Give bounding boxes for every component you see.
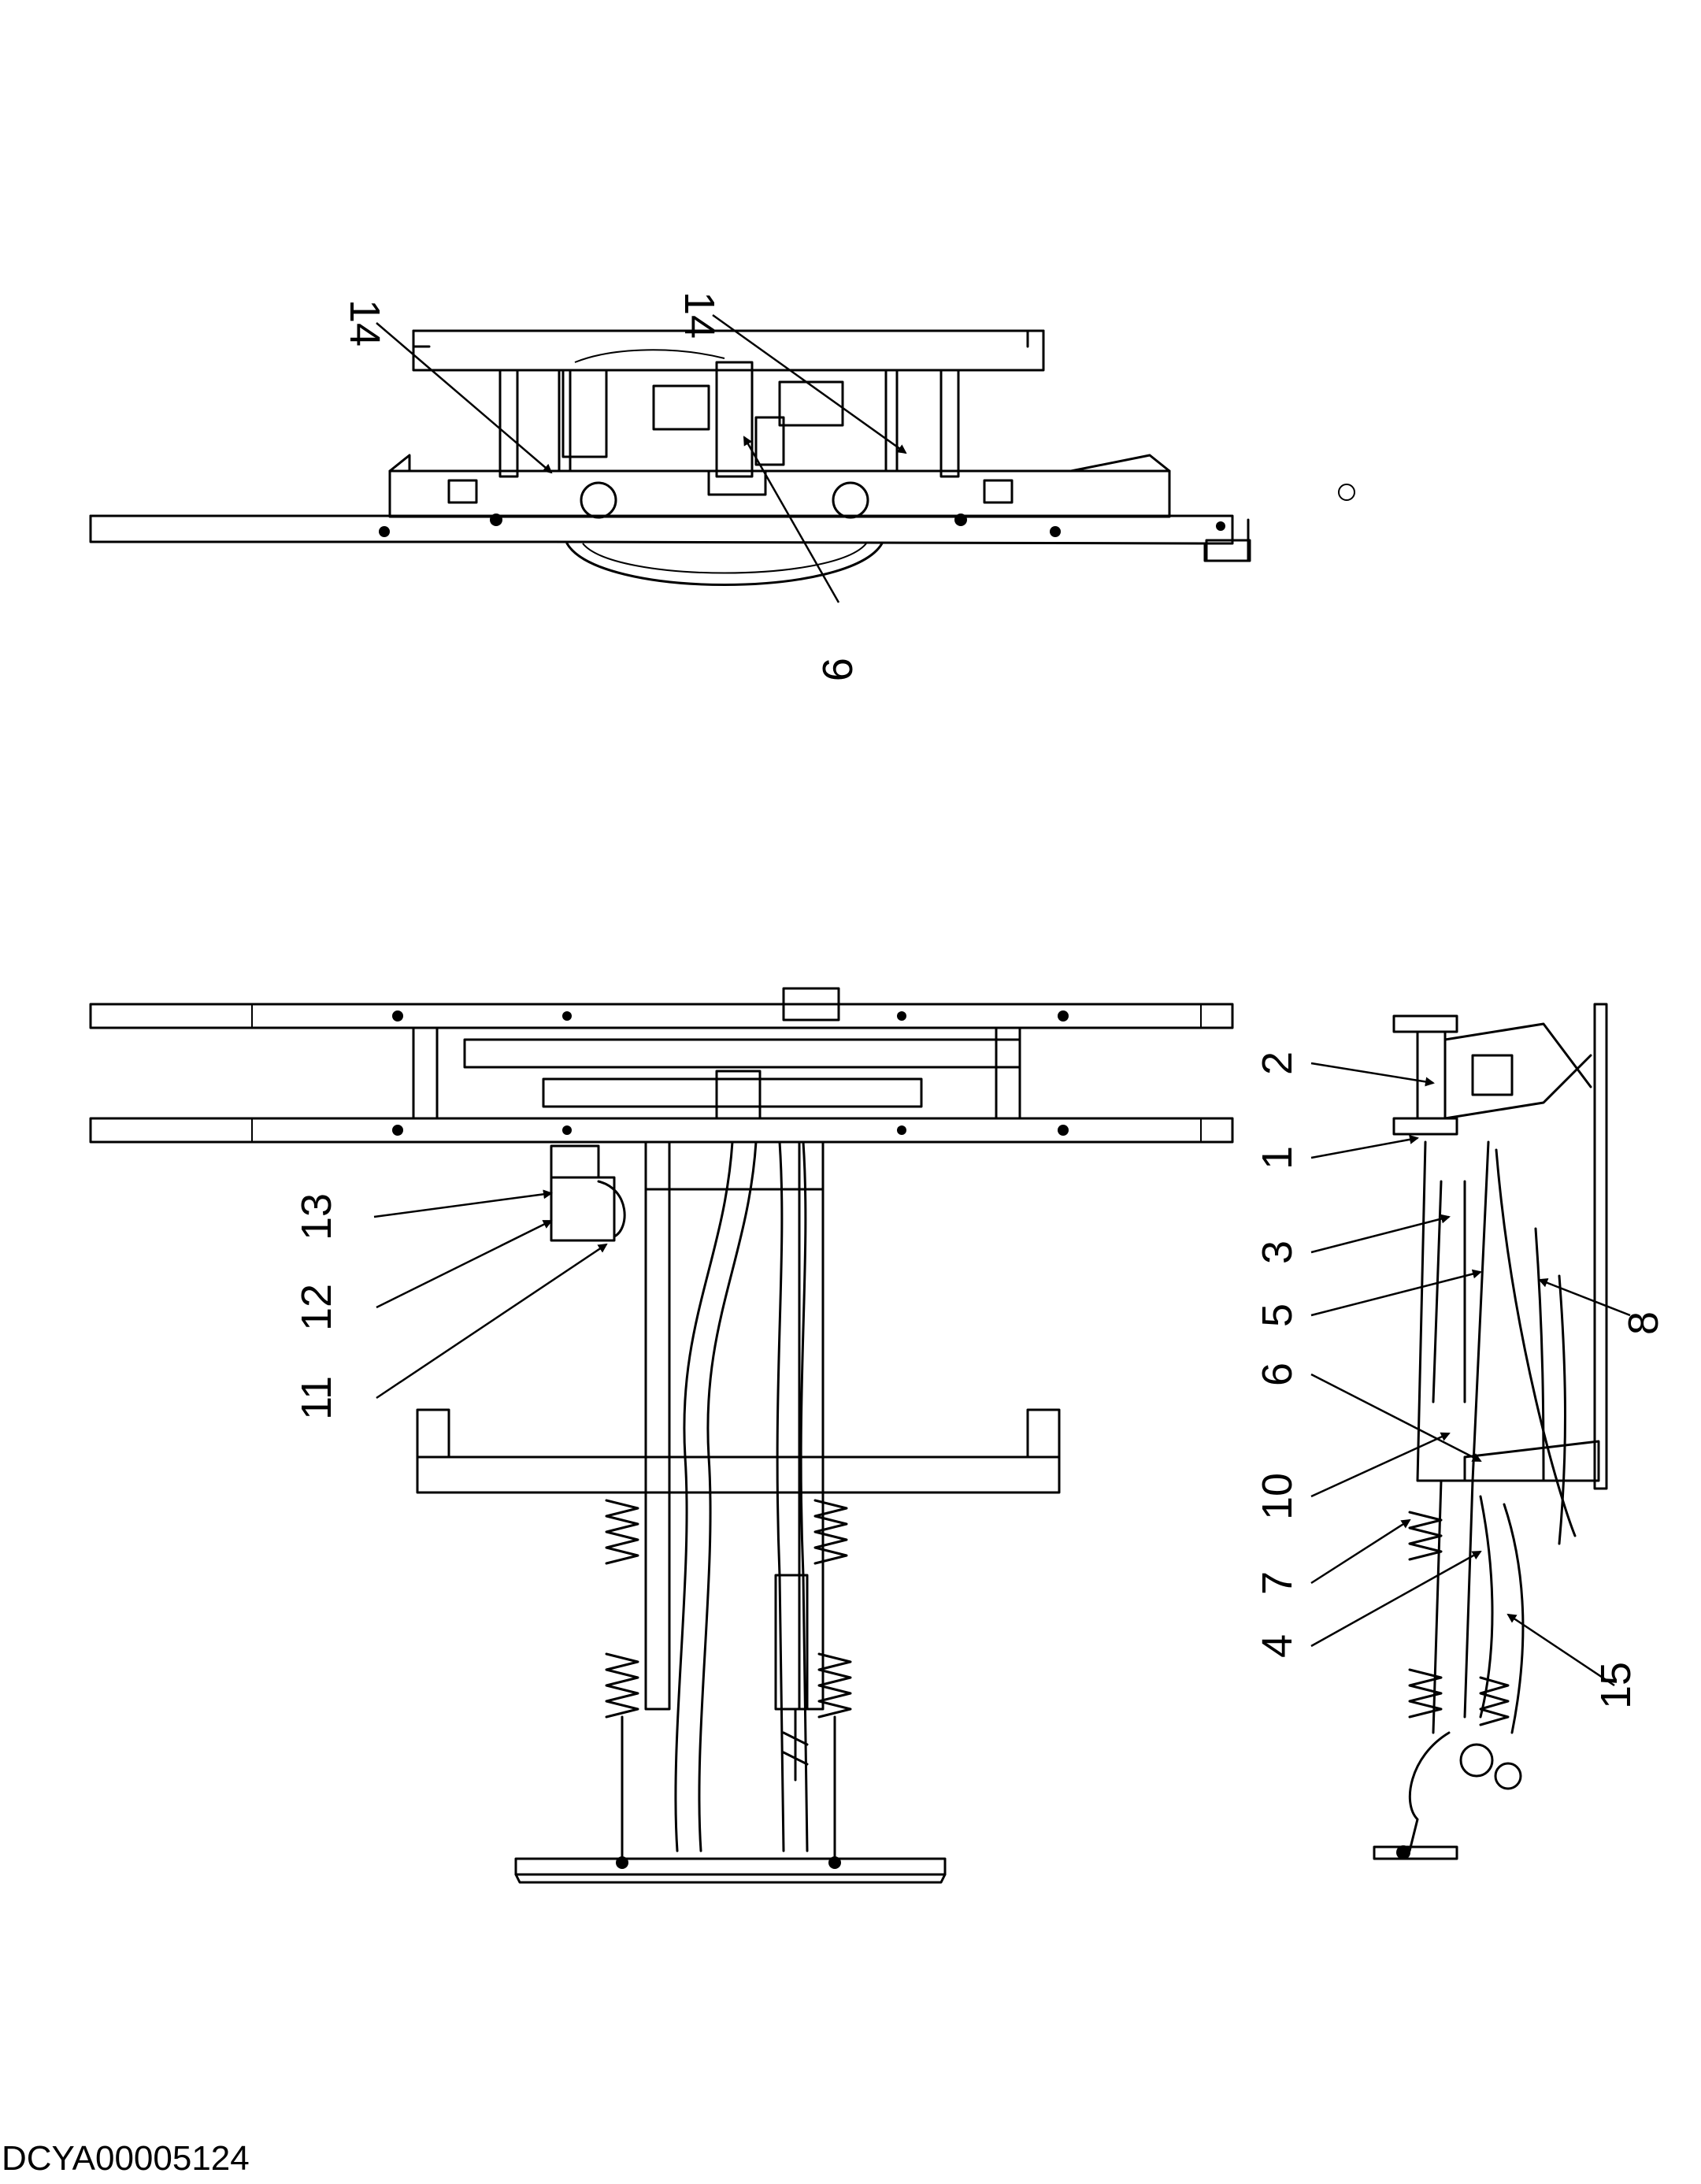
document-id: DCYA00005124 [2, 2139, 250, 2178]
callout-8: 8 [1620, 1311, 1667, 1335]
callout-3: 3 [1254, 1240, 1301, 1264]
top-assembly-view [89, 329, 1355, 586]
callout-10: 10 [1254, 1473, 1301, 1520]
callout-14-left: 14 [341, 299, 388, 347]
callout-15: 15 [1592, 1662, 1640, 1709]
callout-6: 6 [1254, 1363, 1301, 1386]
callout-1: 1 [1254, 1146, 1301, 1170]
spring-right-lower [817, 1652, 852, 1719]
spring-left-upper [605, 1499, 639, 1565]
spring-right-upper [813, 1499, 848, 1565]
callout-14-right: 14 [676, 291, 723, 339]
callout-2: 2 [1254, 1051, 1301, 1075]
callout-7: 7 [1254, 1571, 1301, 1595]
callout-labels: 14 14 9 13 12 11 2 1 3 5 8 6 10 7 4 15 [293, 291, 1667, 1709]
front-assembly-view [89, 987, 1234, 1884]
callout-leaders [373, 313, 1631, 1687]
callout-12: 12 [293, 1284, 340, 1331]
side-assembly-view [1373, 1003, 1608, 1860]
callout-13: 13 [293, 1193, 340, 1240]
callout-11: 11 [293, 1376, 340, 1420]
callout-9: 9 [813, 658, 861, 681]
callout-4: 4 [1254, 1634, 1301, 1658]
callout-5: 5 [1254, 1303, 1301, 1327]
spring-left-lower [605, 1652, 639, 1719]
